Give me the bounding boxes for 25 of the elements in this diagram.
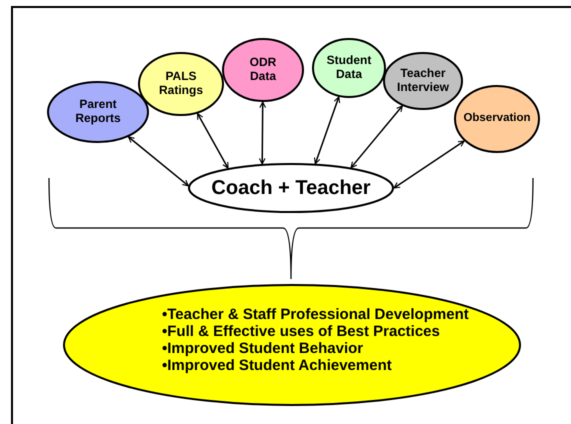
node-label: Student Data bbox=[326, 54, 372, 82]
node-label: Teacher Interview bbox=[396, 67, 450, 95]
source-ellipse bbox=[383, 52, 463, 110]
double-arrow bbox=[393, 140, 465, 189]
node-label: Coach + Teacher bbox=[211, 176, 371, 200]
bullet-item: •Improved Student Behavior bbox=[162, 340, 364, 358]
source-ellipse bbox=[454, 85, 540, 153]
node-label: ODR Data bbox=[248, 56, 278, 84]
source-ellipse bbox=[138, 52, 224, 116]
source-ellipse bbox=[312, 38, 386, 98]
node-label: PALS Ratings bbox=[158, 70, 204, 98]
source-ellipse bbox=[47, 81, 149, 143]
double-arrow bbox=[196, 113, 229, 169]
bullet-item: •Full & Effective uses of Best Practices bbox=[162, 322, 440, 340]
source-ellipse bbox=[222, 38, 304, 102]
double-arrow bbox=[350, 105, 403, 168]
node-label: Parent Reports bbox=[74, 98, 122, 126]
double-arrow bbox=[128, 136, 189, 186]
outcome-ellipse bbox=[63, 284, 521, 406]
bullet-item: •Teacher & Staff Professional Development bbox=[162, 306, 469, 323]
center-ellipse bbox=[188, 163, 394, 213]
node-label: Observation bbox=[463, 112, 531, 126]
bullet-item: •Improved Student Achievement bbox=[162, 357, 392, 374]
double-arrow bbox=[258, 101, 266, 165]
double-arrow bbox=[314, 96, 340, 164]
